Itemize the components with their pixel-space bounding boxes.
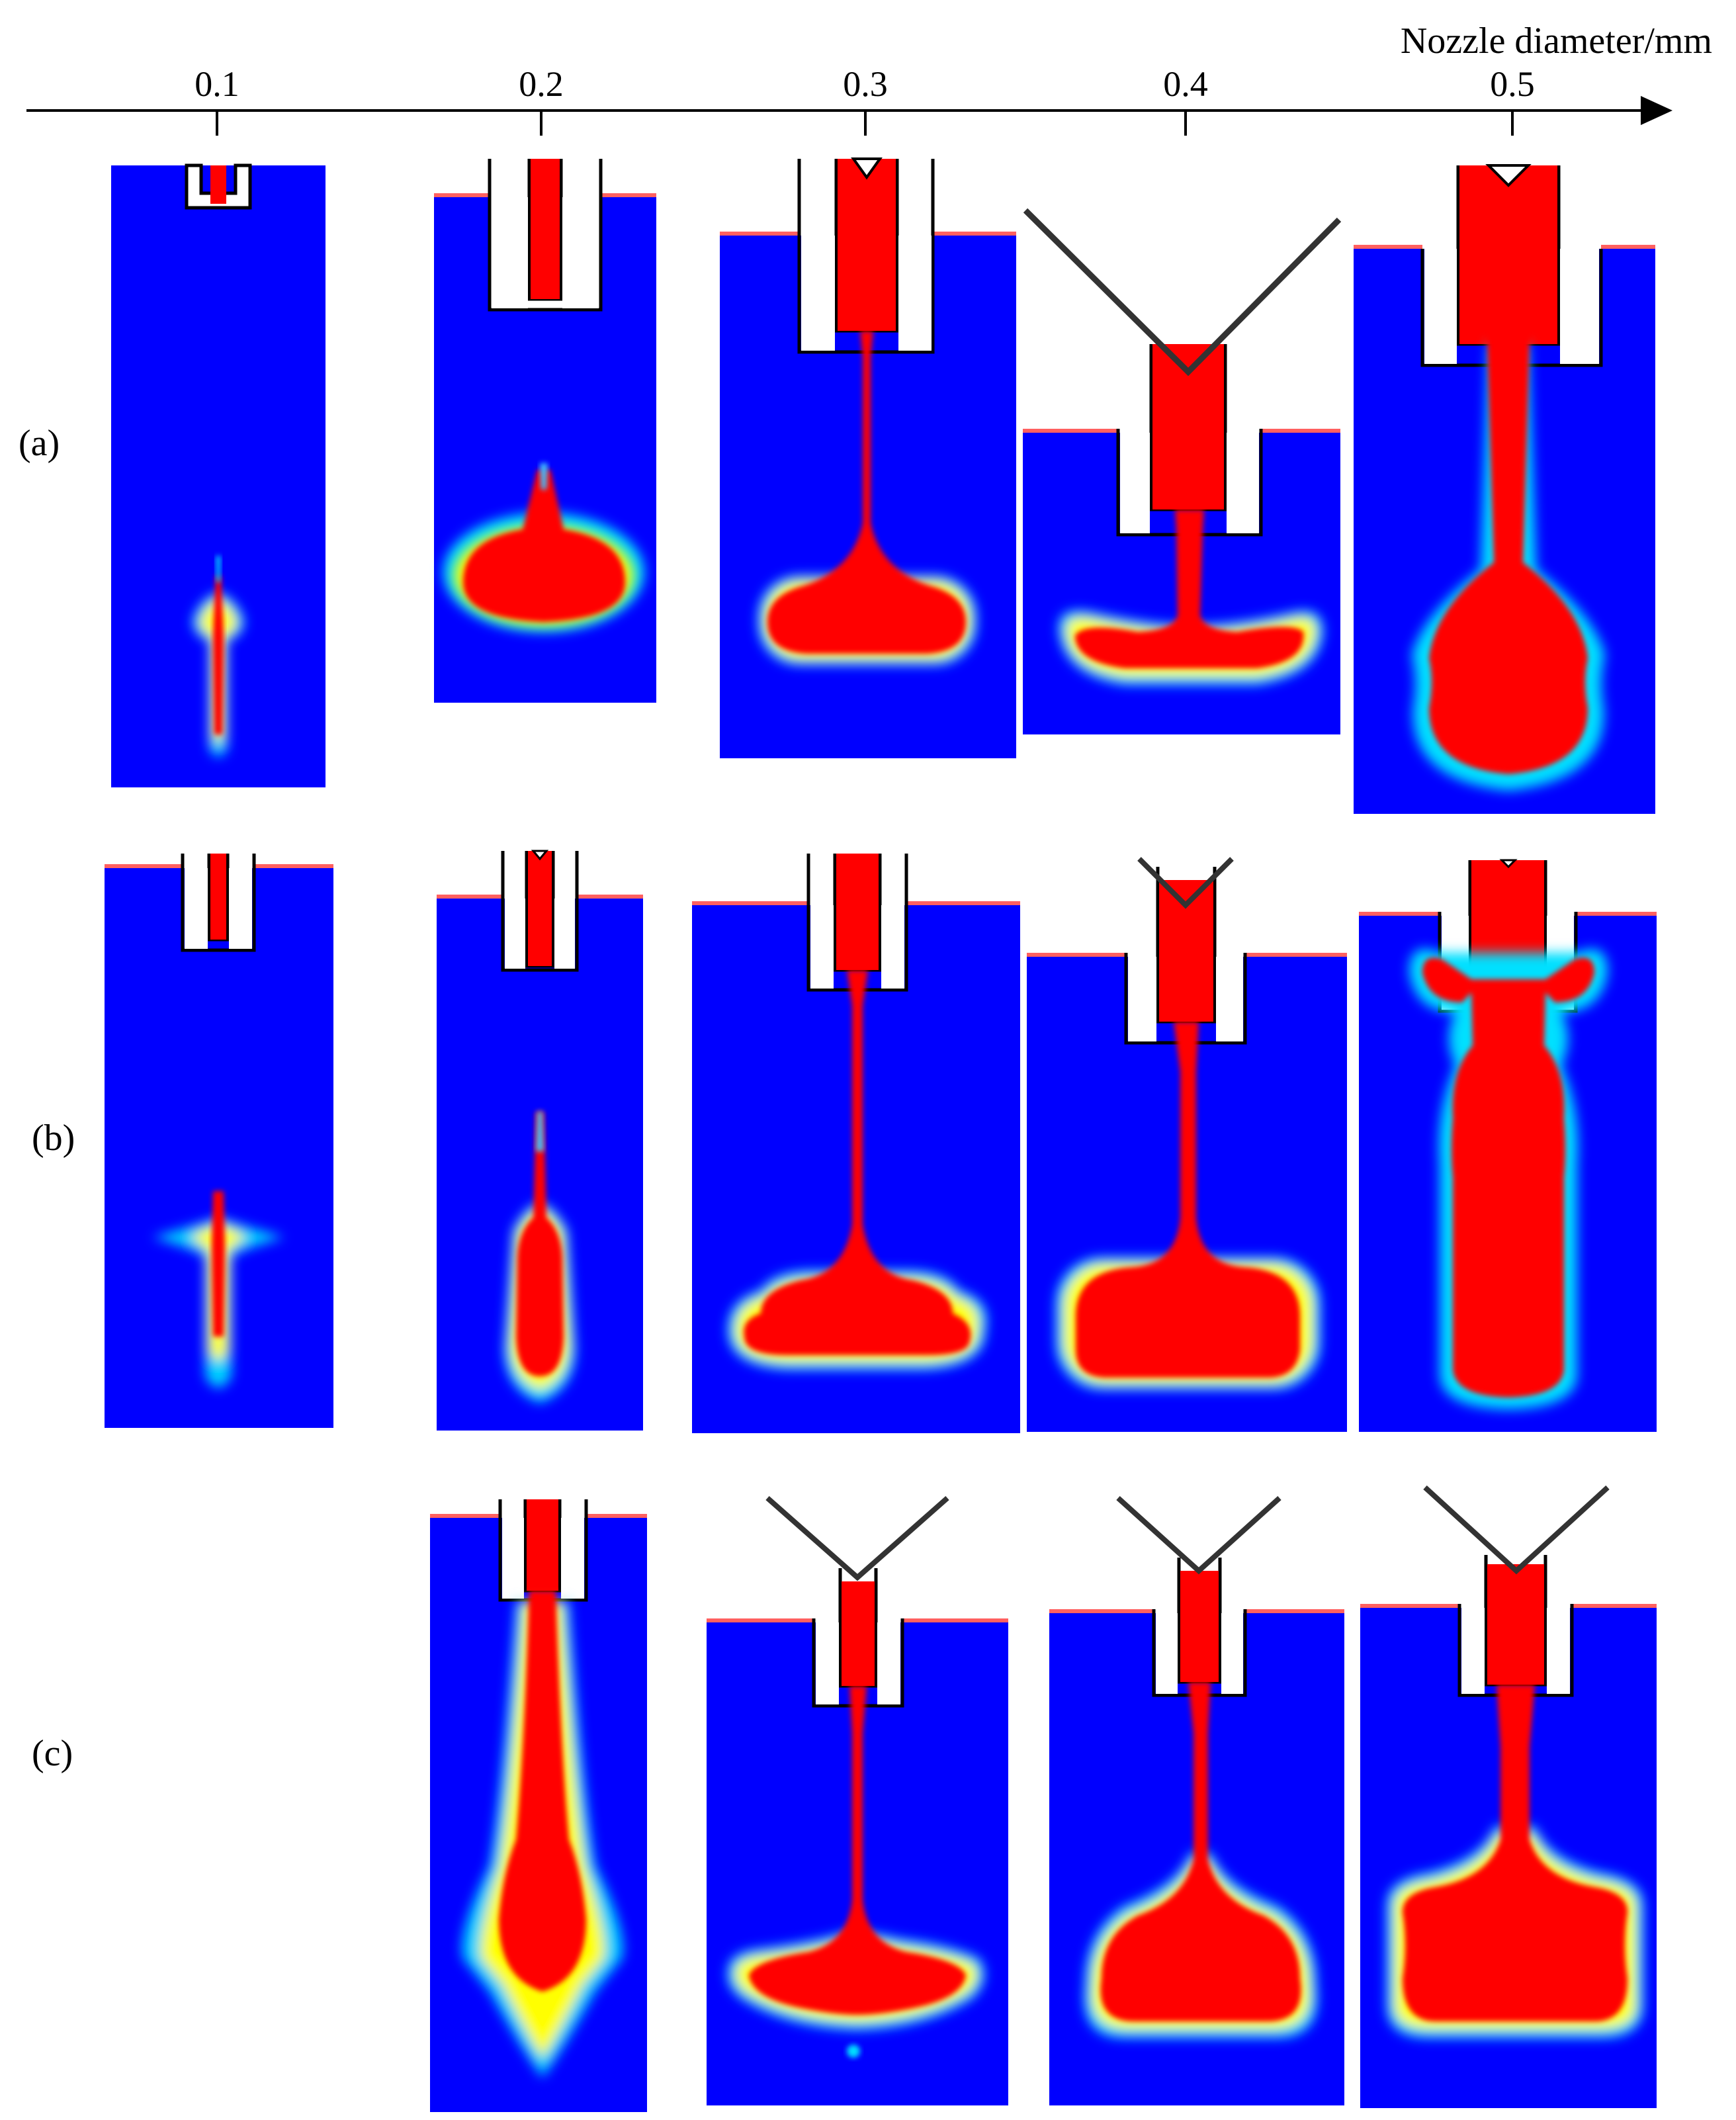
- nozzle-wall-fill: [1221, 1613, 1243, 1694]
- row-label-a: (a): [19, 423, 60, 464]
- jet-in-nozzle: [210, 165, 226, 204]
- simulation-panel: [1027, 857, 1347, 1432]
- droplet: [728, 970, 987, 1370]
- simulation-panel: [1023, 208, 1342, 734]
- row-label-b: (b): [32, 1118, 75, 1159]
- simulation-panel: [707, 1496, 1008, 2105]
- droplet: [192, 556, 245, 757]
- droplet: [1387, 1685, 1643, 2038]
- meniscus: [1499, 859, 1518, 869]
- jet-in-nozzle: [1487, 1564, 1544, 1685]
- nozzle-wall-fill: [561, 1518, 584, 1599]
- simulation-panel: [720, 157, 1016, 758]
- inlet-cone: [765, 1496, 949, 1581]
- nozzle-wall-fill: [505, 899, 525, 969]
- nozzle-wall-fill: [1120, 433, 1150, 533]
- droplet: [727, 1686, 984, 2058]
- nozzle-wall-fill: [877, 1622, 900, 1704]
- axis-tick-label: 0.4: [1163, 64, 1208, 104]
- jet-in-nozzle: [527, 1499, 558, 1591]
- nozzle-wall-fill: [898, 236, 932, 351]
- nozzle-wall-fill: [554, 899, 575, 969]
- inlet-cone: [1116, 1496, 1281, 1575]
- nozzle-wall-fill: [1216, 957, 1243, 1041]
- axis-ticks: 0.1 0.2 0.3 0.4 0.5: [195, 64, 1535, 136]
- meniscus: [531, 850, 549, 861]
- simulation-panel: [1360, 1485, 1657, 2108]
- droplet: [152, 1191, 284, 1388]
- droplet: [1084, 1682, 1318, 2038]
- jet-in-nozzle: [528, 851, 552, 966]
- simulation-panel: [430, 1499, 647, 2112]
- simulation-panel: [111, 163, 326, 787]
- inlet-cone: [1423, 1485, 1610, 1575]
- nozzle-wall-fill: [810, 905, 834, 989]
- simulation-panel: [105, 854, 333, 1428]
- nozzle-wall-fill: [801, 236, 835, 351]
- nozzle-wall-fill: [1547, 1608, 1570, 1694]
- nozzle-wall-fill: [562, 197, 599, 308]
- simulation-panel: [1354, 164, 1655, 814]
- nozzle-wall-fill: [492, 197, 528, 308]
- droplet: [758, 331, 976, 665]
- simulation-panel: [1049, 1496, 1344, 2105]
- axis-tick-label: 0.2: [519, 64, 564, 104]
- droplet: [504, 1112, 576, 1403]
- axis-tick-label: 0.3: [843, 64, 888, 104]
- inlet-cone: [1137, 857, 1234, 909]
- jet-in-nozzle: [210, 854, 226, 940]
- meniscus: [851, 157, 883, 180]
- jet-in-nozzle: [836, 854, 879, 970]
- simulation-panel: [437, 850, 643, 1431]
- simulation-panel: [1359, 859, 1657, 1432]
- jet-in-nozzle: [838, 159, 896, 331]
- axis-title: Nozzle diameter/mm: [1401, 21, 1712, 62]
- droplet: [462, 1591, 623, 2078]
- jet-in-nozzle: [531, 159, 560, 299]
- nozzle-wall-fill: [1424, 249, 1457, 364]
- nozzle-wall-fill: [229, 868, 252, 949]
- row-label-c: (c): [32, 1733, 73, 1774]
- simulation-panel: [692, 854, 1020, 1433]
- jet-in-nozzle: [842, 1581, 875, 1686]
- nozzle-wall-fill: [1560, 249, 1599, 364]
- droplet: [1059, 509, 1323, 685]
- nozzle-wall-fill: [502, 1518, 524, 1599]
- nozzle-diameter-axis: Nozzle diameter/mm 0.1 0.2 0.3 0.4 0.5: [26, 21, 1712, 136]
- meniscus: [1485, 164, 1532, 187]
- nozzle-wall-fill: [1227, 433, 1259, 533]
- jet-in-nozzle: [1180, 1571, 1219, 1682]
- droplet: [1056, 1022, 1321, 1390]
- nozzle-wall-fill: [881, 905, 904, 989]
- axis-tick-label: 0.5: [1490, 64, 1535, 104]
- droplet: [443, 463, 644, 632]
- nozzle-wall-fill: [1128, 957, 1156, 1041]
- axis-tick-label: 0.1: [195, 64, 239, 104]
- nozzle-wall-fill: [1156, 1613, 1178, 1694]
- simulation-panel: [434, 159, 656, 703]
- droplet: [1409, 949, 1608, 1409]
- nozzle-wall-fill: [185, 868, 208, 949]
- droplet: [1412, 278, 1605, 791]
- inlet-cone: [1023, 208, 1342, 376]
- nozzle-wall-fill: [816, 1622, 839, 1704]
- nozzle: [185, 163, 252, 210]
- nozzle-wall-fill: [1461, 1608, 1485, 1694]
- axis-arrow-head: [1641, 96, 1672, 125]
